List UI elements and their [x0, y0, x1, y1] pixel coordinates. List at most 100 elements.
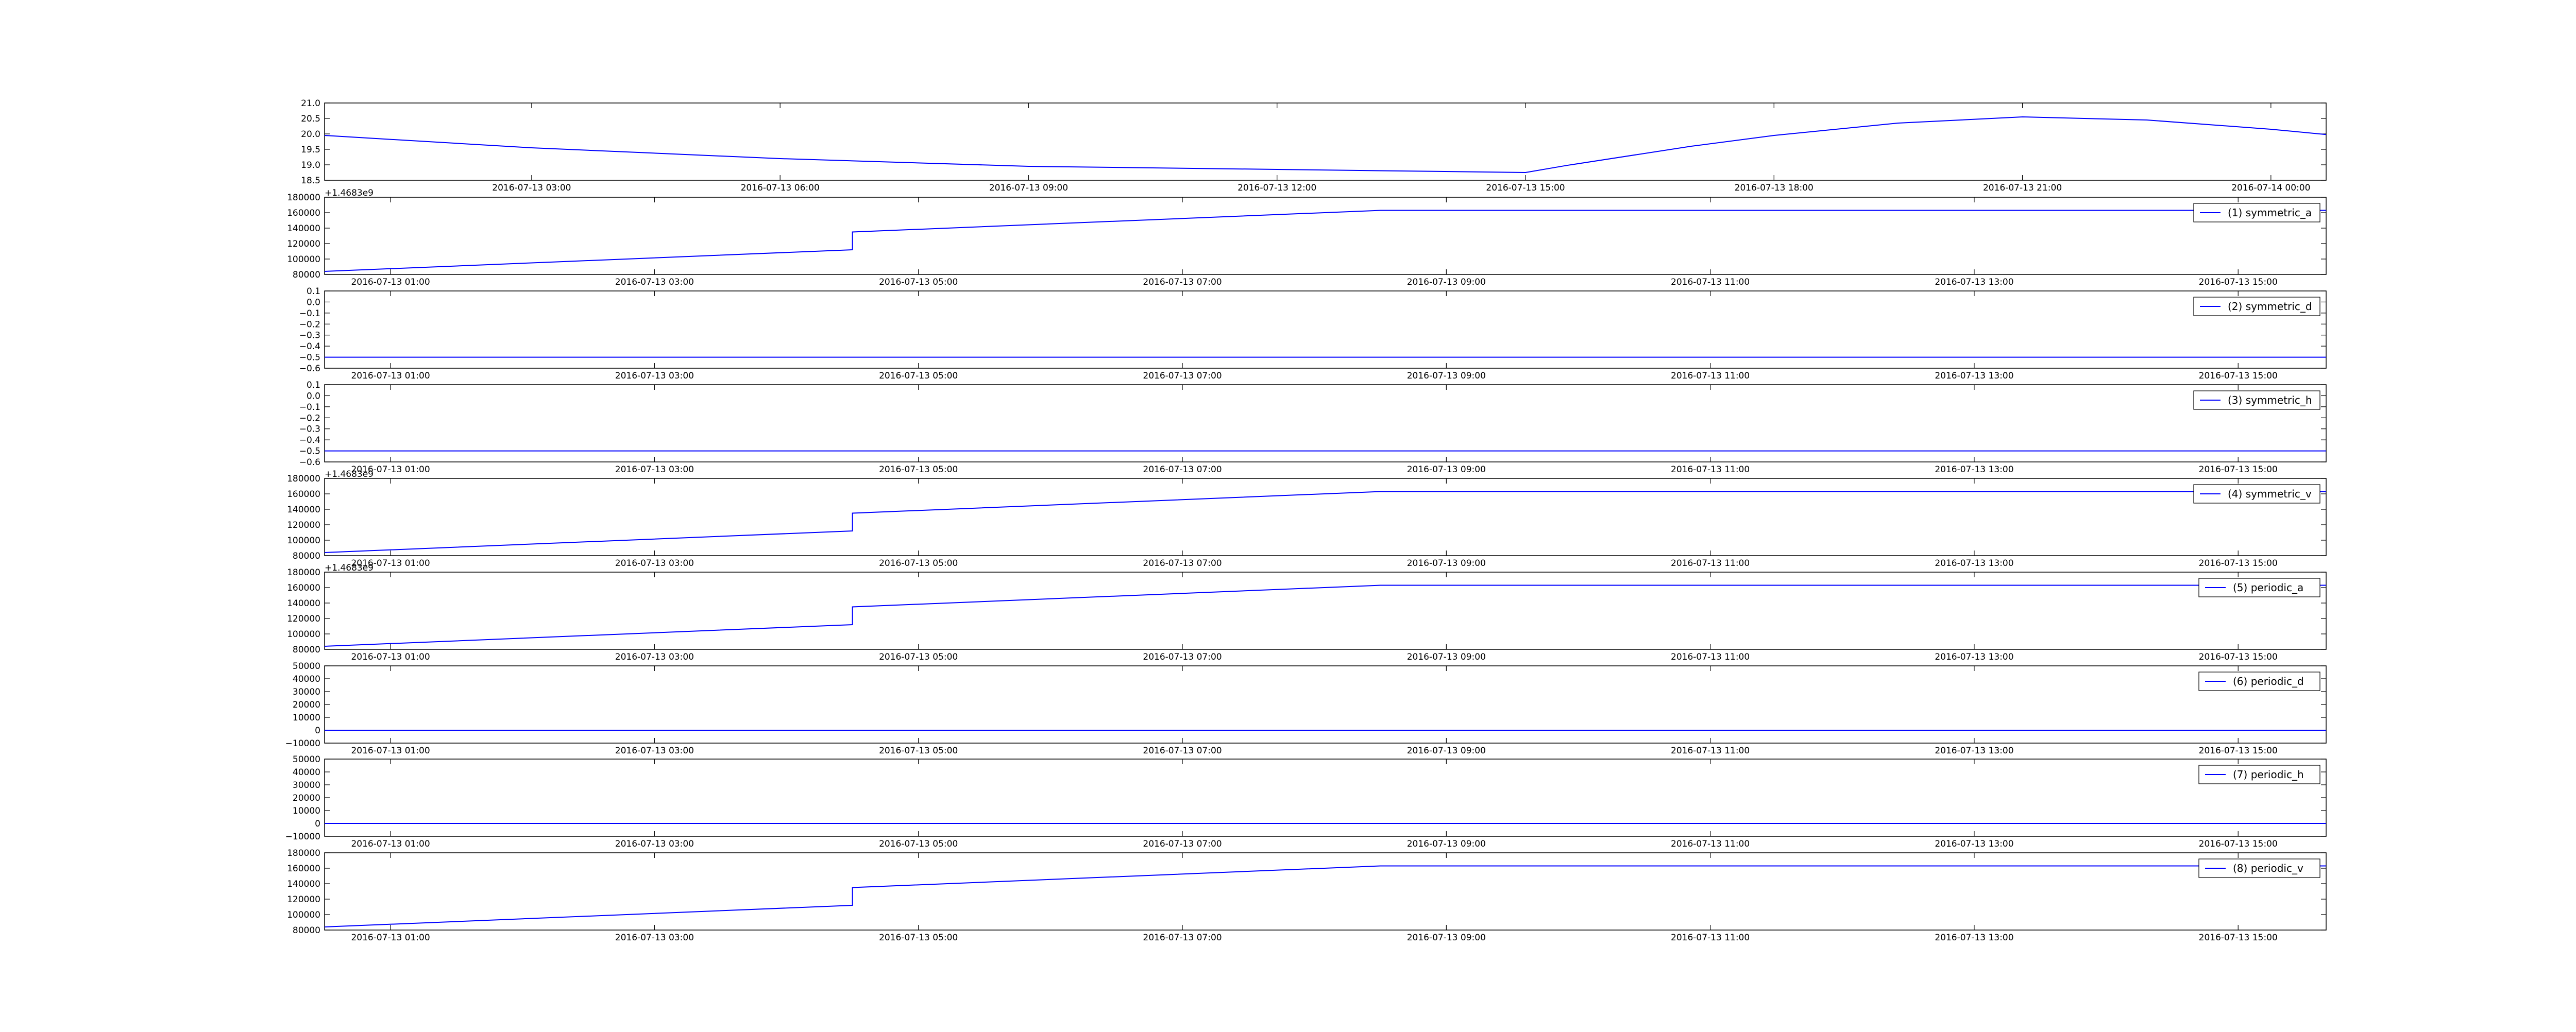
y-tick-label: 140000: [287, 598, 320, 609]
subplot-4: −0.6−0.5−0.4−0.3−0.2−0.10.00.12016-07-13…: [299, 380, 2327, 475]
x-tick-label: 2016-07-13 03:00: [615, 277, 694, 287]
legend: (4) symmetric_v: [2193, 484, 2320, 504]
y-tick-label: 0.0: [307, 297, 320, 307]
series-line-5: [324, 491, 2326, 553]
y-tick-label: 180000: [287, 193, 320, 203]
x-tick-label: 2016-07-13 09:00: [1407, 371, 1486, 381]
y-tick-label: 100000: [287, 910, 320, 920]
x-tick-label: 2016-07-13 11:00: [1671, 652, 1750, 662]
legend-label: (7) periodic_h: [2233, 768, 2304, 781]
y-tick-label: 20000: [293, 700, 320, 710]
x-tick-label: 2016-07-13 11:00: [1671, 746, 1750, 756]
axes-frame: [324, 665, 2327, 744]
legend-label: (1) symmetric_a: [2228, 207, 2312, 219]
y-tick-label: 18.5: [301, 176, 320, 186]
y-tick-label: 0: [315, 819, 320, 829]
x-tick-label: 2016-07-13 21:00: [1983, 183, 2062, 193]
x-tick-label: 2016-07-13 15:00: [1486, 183, 1565, 193]
x-tick-label: 2016-07-13 01:00: [351, 558, 430, 569]
x-tick-label: 2016-07-13 15:00: [2199, 371, 2278, 381]
x-tick-label: 2016-07-13 07:00: [1143, 371, 1222, 381]
x-tick-label: 2016-07-13 11:00: [1671, 839, 1750, 849]
x-tick-label: 2016-07-13 18:00: [1735, 183, 1814, 193]
x-tick-label: 2016-07-13 01:00: [351, 652, 430, 662]
x-tick-label: 2016-07-13 03:00: [615, 465, 694, 475]
subplot-2: 800001000001200001400001600001800002016-…: [287, 188, 2327, 287]
legend: (8) periodic_v: [2198, 858, 2320, 878]
x-tick-label: 2016-07-13 09:00: [1407, 465, 1486, 475]
series-line-1: [324, 116, 2327, 174]
x-tick-label: 2016-07-13 07:00: [1143, 652, 1222, 662]
y-tick-label: 30000: [293, 687, 320, 697]
x-tick-label: 2016-07-13 03:00: [615, 839, 694, 849]
y-tick-label: 21.0: [301, 98, 320, 109]
legend-label: (8) periodic_v: [2233, 862, 2303, 874]
y-tick-label: 100000: [287, 629, 320, 640]
axes-frame: [324, 759, 2327, 837]
series-line-2: [324, 210, 2326, 272]
x-tick-label: 2016-07-13 05:00: [879, 371, 958, 381]
y-tick-label: 120000: [287, 614, 320, 624]
y-tick-label: −0.2: [299, 413, 320, 423]
y-tick-label: −0.1: [299, 308, 320, 319]
x-tick-label: 2016-07-13 05:00: [879, 277, 958, 287]
x-tick-label: 2016-07-13 05:00: [879, 746, 958, 756]
y-offset-text: +1.4683e9: [325, 188, 374, 198]
x-tick-label: 2016-07-13 01:00: [351, 465, 430, 475]
x-tick-label: 2016-07-13 13:00: [1935, 465, 2013, 475]
x-tick-label: 2016-07-13 11:00: [1671, 277, 1750, 287]
x-tick-label: 2016-07-13 15:00: [2199, 465, 2278, 475]
subplot-5: 800001000001200001400001600001800002016-…: [287, 469, 2327, 569]
series-line-6: [324, 584, 2326, 647]
x-tick-label: 2016-07-13 15:00: [2199, 652, 2278, 662]
y-tick-label: −0.3: [299, 331, 320, 341]
x-tick-label: 2016-07-13 07:00: [1143, 277, 1222, 287]
y-tick-label: 140000: [287, 505, 320, 515]
legend: (6) periodic_d: [2198, 672, 2320, 691]
x-tick-label: 2016-07-13 15:00: [2199, 839, 2278, 849]
axes-frame: [324, 290, 2327, 369]
y-tick-label: 40000: [293, 674, 320, 684]
y-tick-label: −0.2: [299, 319, 320, 330]
axes-frame: [324, 102, 2327, 181]
x-tick-label: 2016-07-13 01:00: [351, 746, 430, 756]
x-tick-label: 2016-07-13 12:00: [1238, 183, 1316, 193]
y-tick-label: −10000: [285, 832, 320, 842]
y-tick-label: 10000: [293, 806, 320, 816]
y-tick-label: 140000: [287, 223, 320, 234]
x-tick-label: 2016-07-13 05:00: [879, 933, 958, 943]
x-tick-label: 2016-07-13 01:00: [351, 371, 430, 381]
x-tick-label: 2016-07-13 07:00: [1143, 746, 1222, 756]
y-tick-label: 19.0: [301, 160, 320, 170]
y-tick-label: −0.3: [299, 424, 320, 435]
x-tick-label: 2016-07-13 06:00: [741, 183, 820, 193]
x-tick-label: 2016-07-13 09:00: [1407, 933, 1486, 943]
x-tick-label: 2016-07-13 07:00: [1143, 558, 1222, 569]
y-tick-label: 100000: [287, 536, 320, 546]
y-tick-label: 20.5: [301, 114, 320, 124]
legend: (5) periodic_a: [2198, 578, 2320, 597]
legend: (2) symmetric_d: [2193, 297, 2320, 316]
y-offset-text: +1.4683e9: [325, 469, 374, 479]
y-tick-label: 120000: [287, 895, 320, 905]
x-tick-label: 2016-07-13 01:00: [351, 277, 430, 287]
x-tick-label: 2016-07-13 03:00: [615, 558, 694, 569]
x-tick-label: 2016-07-13 11:00: [1671, 558, 1750, 569]
x-tick-label: 2016-07-13 11:00: [1671, 465, 1750, 475]
series-line-9: [324, 865, 2326, 927]
x-tick-label: 2016-07-13 13:00: [1935, 839, 2013, 849]
x-tick-label: 2016-07-13 13:00: [1935, 652, 2013, 662]
y-tick-label: −0.5: [299, 353, 320, 363]
y-tick-label: 100000: [287, 254, 320, 265]
axes-frame: [324, 572, 2327, 650]
subplot-6: 800001000001200001400001600001800002016-…: [287, 563, 2327, 662]
x-tick-label: 2016-07-13 03:00: [615, 371, 694, 381]
y-tick-label: −0.4: [299, 341, 320, 352]
subplot-9: 800001000001200001400001600001800002016-…: [287, 848, 2327, 943]
y-tick-label: 19.5: [301, 145, 320, 155]
legend-label: (5) periodic_a: [2233, 581, 2303, 594]
x-tick-label: 2016-07-13 07:00: [1143, 933, 1222, 943]
legend-label: (2) symmetric_d: [2228, 300, 2312, 313]
y-tick-label: 80000: [293, 645, 320, 655]
